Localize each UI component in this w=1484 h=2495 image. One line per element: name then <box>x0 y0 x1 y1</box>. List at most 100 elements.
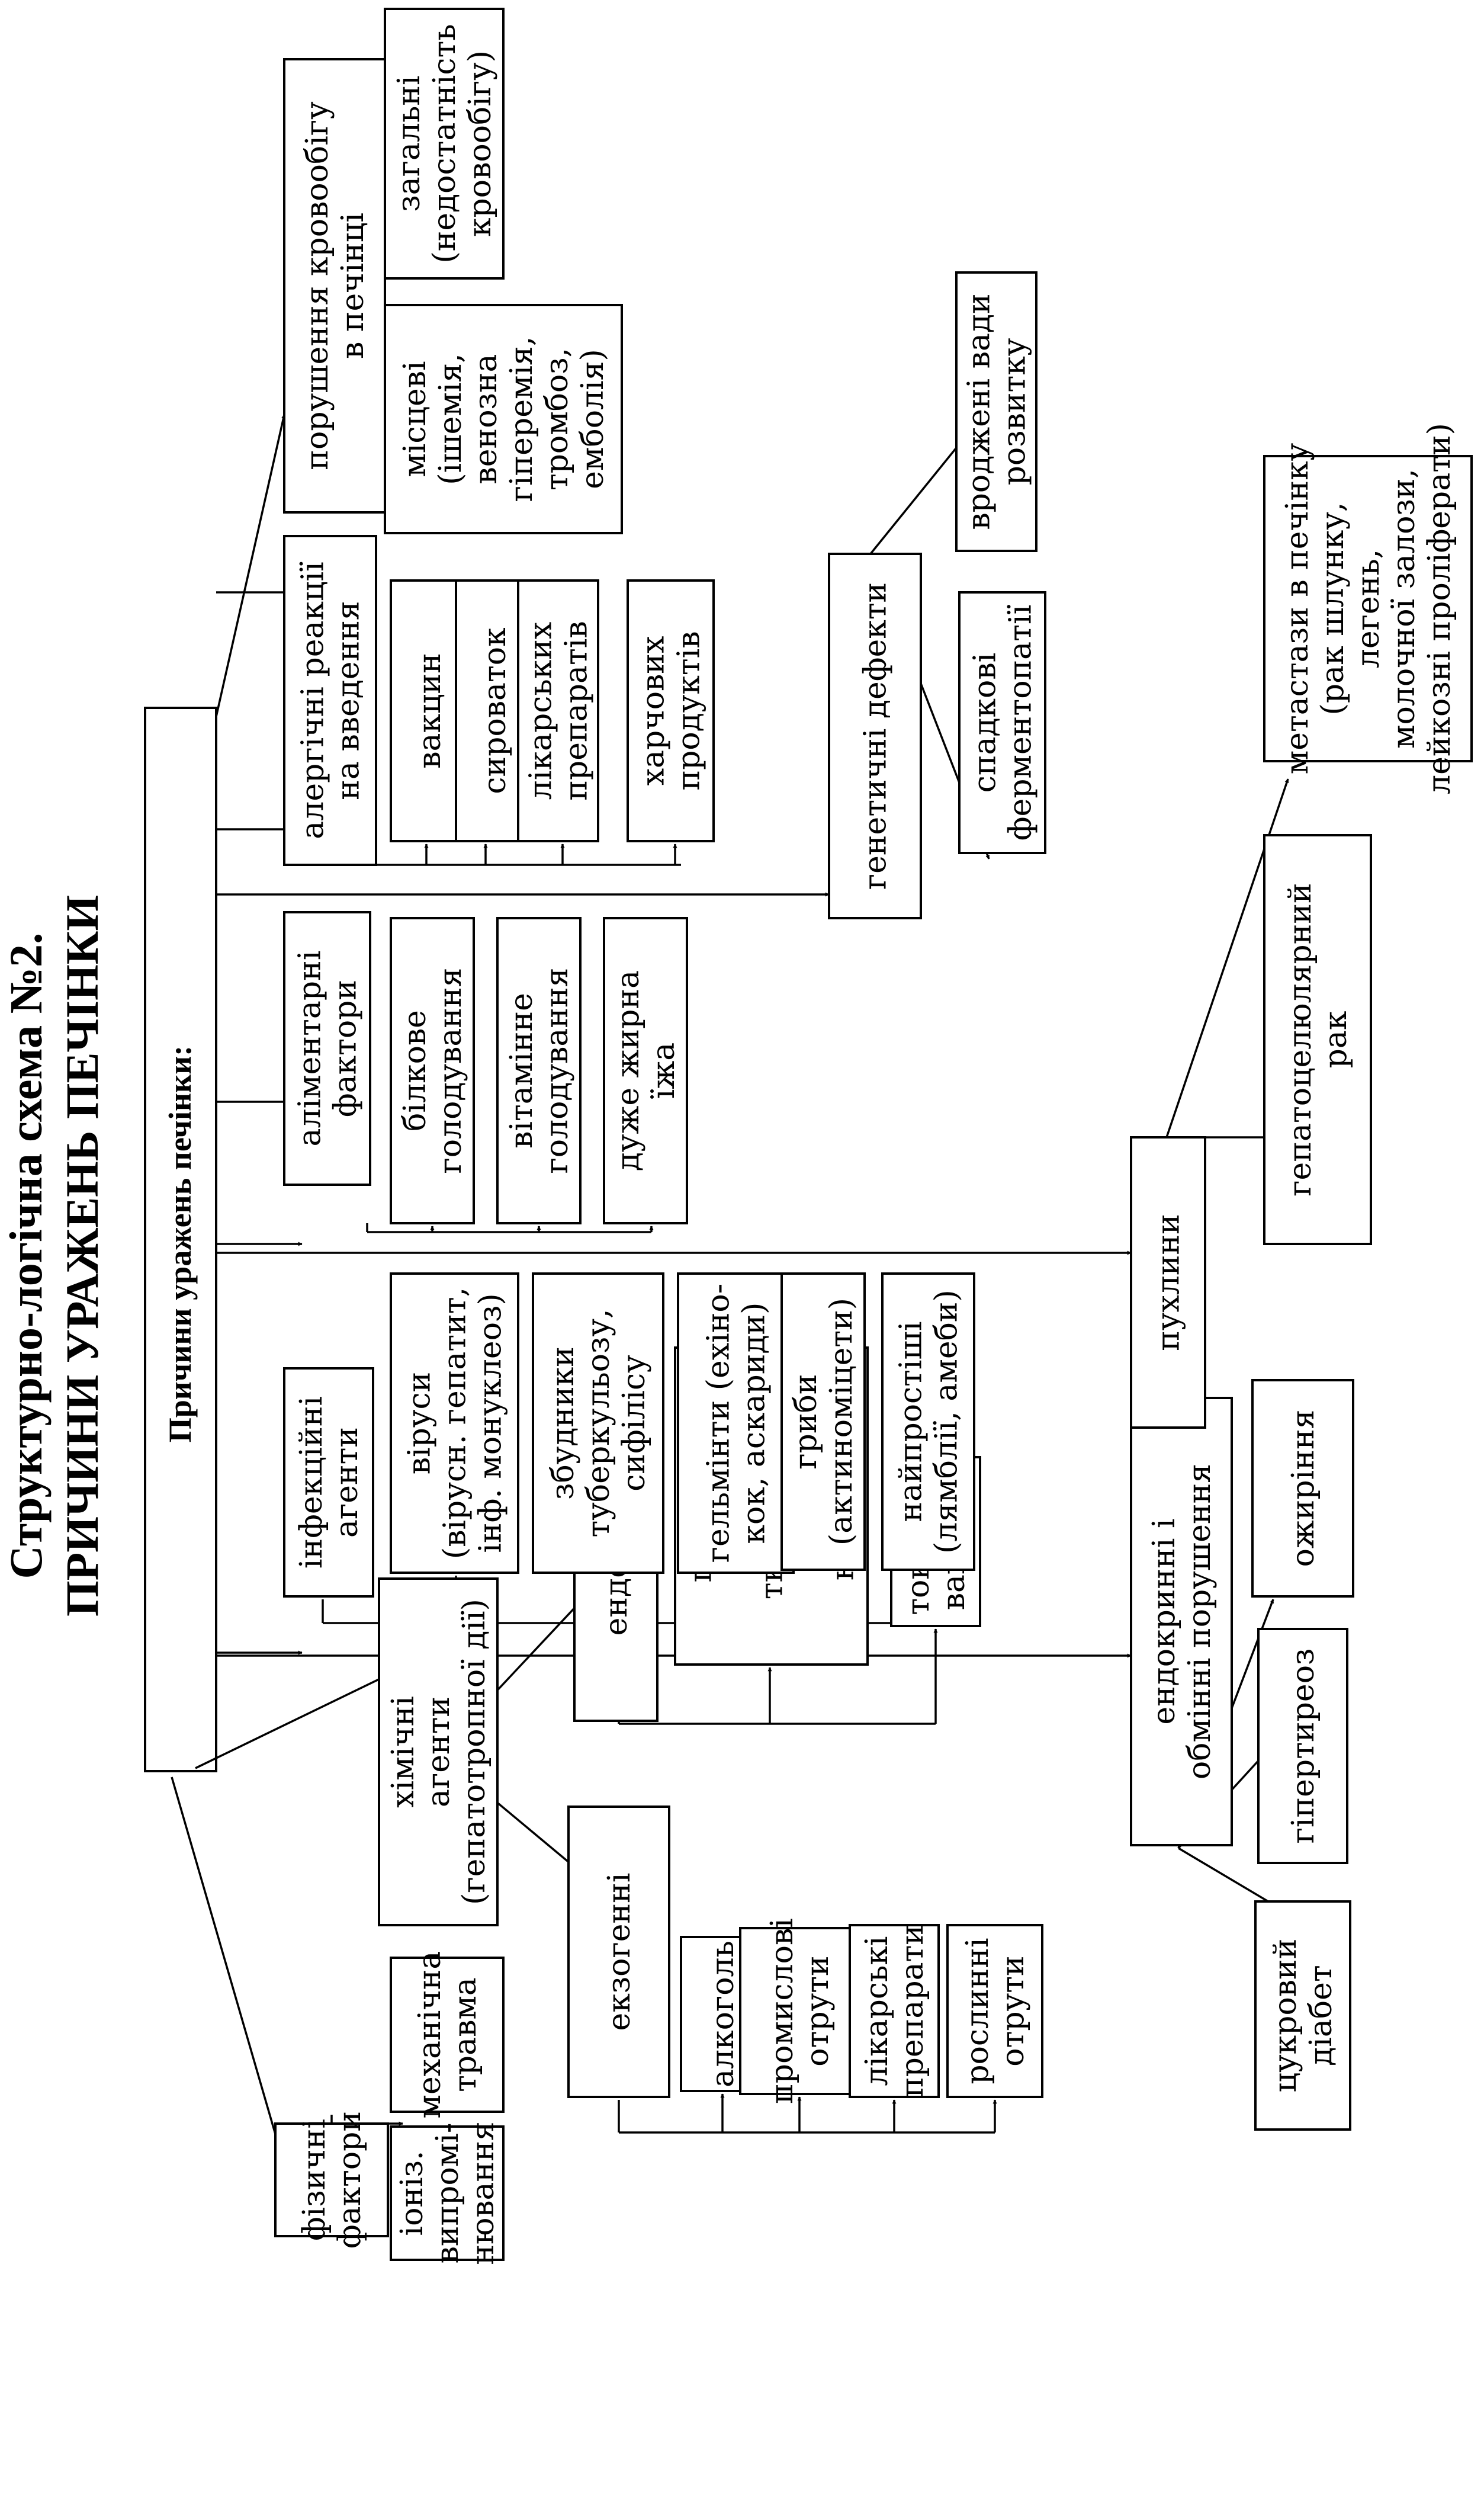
node-box <box>390 2125 505 2261</box>
node-label-line: туберкульозу, <box>581 1309 616 1538</box>
node-box <box>677 1272 795 1574</box>
node-box <box>946 1924 1043 2098</box>
node-label-line: препарати <box>895 1925 930 2098</box>
node-box <box>283 58 386 514</box>
title-line-2: ПРИЧИНИ УРАЖЕНЬ ПЕЧІНКИ <box>56 895 108 1617</box>
arrow-connector <box>1178 1847 1274 1906</box>
node-box <box>627 579 715 842</box>
node-label-line: віруси <box>402 1372 438 1475</box>
node-label-line: сироваток <box>477 627 513 794</box>
node-label-line: на введення <box>331 601 367 800</box>
node-label-line: діабет <box>1303 1965 1339 2066</box>
node-label-line: випромі- <box>430 2123 465 2264</box>
node-label-line: отрути <box>995 1955 1031 2066</box>
node-label-line: ферментопатії <box>1003 604 1039 841</box>
node-label-line: голодування <box>433 968 468 1174</box>
node-label-line: кровообігу) <box>462 50 498 237</box>
node-label-line: лікарські <box>859 1936 895 2086</box>
node-label-line: фактори <box>328 980 364 1117</box>
node-label-line: агенти <box>421 1697 457 1807</box>
node-ekzogenni: екзогенні <box>567 1805 670 2098</box>
node-label-line: ожиріння <box>1286 1410 1321 1567</box>
node-box <box>739 1927 860 2095</box>
node-naiprostishi: найпростіші(лямблії, амеби) <box>881 1272 975 1571</box>
node-label-line: промислові <box>765 1918 800 2104</box>
node-label-line: лікарських <box>523 622 559 800</box>
node-box <box>283 1367 374 1598</box>
root-box <box>144 707 217 1772</box>
node-label-line: збудники <box>545 1346 581 1500</box>
node-box <box>1130 1397 1233 1846</box>
node-label-line: (вірусн. гепатит, <box>438 1287 473 1559</box>
node-label-line: рак <box>1318 1011 1354 1069</box>
node-label-line: їжа <box>646 1043 682 1099</box>
node-label-line: метастази в печінку <box>1280 443 1315 774</box>
node-label-line: дуже жирна <box>611 970 646 1171</box>
node-label-line: порушення кровообігу <box>300 101 335 470</box>
node-label-line: інф. монуклеоз) <box>473 1293 509 1553</box>
node-label-line: емболія) <box>575 349 611 489</box>
arrow-connector <box>171 1776 280 2145</box>
node-box <box>384 8 505 280</box>
node-label-line: загальні <box>391 75 427 211</box>
node-label-line: (лямблії, амеби) <box>929 1290 965 1554</box>
node-label-line: нювання <box>465 2121 501 2265</box>
node-box <box>390 917 475 1224</box>
node-label-line: місцеві <box>397 361 433 477</box>
node-label-line: лейкозні проліферати) <box>1422 423 1457 794</box>
node-label-line: в печінці <box>335 213 371 359</box>
node-label-line: (актиноміцети) <box>824 1298 859 1545</box>
node-box <box>283 911 371 1186</box>
arrow-connector <box>215 414 286 717</box>
node-label-line: білкове <box>397 1010 433 1131</box>
node-henetychni: генетичні дефекти <box>828 553 922 919</box>
node-box <box>567 1805 670 2098</box>
node-label-line: розвитку <box>997 338 1033 486</box>
node-label-line: отрути <box>800 1955 836 2066</box>
node-label-line: сифілісу <box>616 1355 652 1492</box>
node-box <box>958 591 1046 854</box>
node-label-line: молочної залози, <box>1386 469 1422 749</box>
node-label-line: алкоголь <box>705 1941 741 2087</box>
node-label-line: препаратів <box>559 621 595 800</box>
node-box <box>274 2122 389 2237</box>
node-label-line: вітамінне <box>504 993 539 1149</box>
node-label-line: механічна <box>412 1951 448 2119</box>
node-box <box>1251 1379 1354 1598</box>
node-label-line: гельмінти (ехіно- <box>701 1284 737 1563</box>
node-label-line: екзогенні <box>602 1873 637 2031</box>
node-box <box>881 1272 975 1571</box>
node-label-line: харчових <box>636 636 672 786</box>
node-label-line: іоніз. <box>394 2150 430 2236</box>
arrow-connector <box>869 428 972 555</box>
node-label-line: гіперемія, <box>504 336 539 502</box>
node-box <box>390 1957 505 2113</box>
node-label-line: генетичні дефекти <box>858 582 894 890</box>
node-box <box>517 579 599 842</box>
node-label-line: інфекційні <box>294 1396 329 1569</box>
node-box <box>849 1924 940 2098</box>
node-label-line: гіпертиреоз <box>1286 1649 1321 1844</box>
node-box <box>603 917 688 1224</box>
node-pukhlyny: пухлини <box>1130 1136 1206 1429</box>
node-label-line: цукровий <box>1268 1939 1303 2093</box>
node-hryby: гриби(актиноміцети) <box>780 1272 866 1571</box>
node-label-line: (рак шлунку, <box>1315 502 1351 716</box>
node-hipertyreoz: гіпертиреоз <box>1257 1628 1348 1864</box>
node-label-line: (ішемія, <box>433 353 468 485</box>
root-label: Причини уражень печінки: <box>162 1046 198 1443</box>
node-box <box>378 1577 499 1926</box>
node-label-line: тромбоз, <box>539 348 575 490</box>
